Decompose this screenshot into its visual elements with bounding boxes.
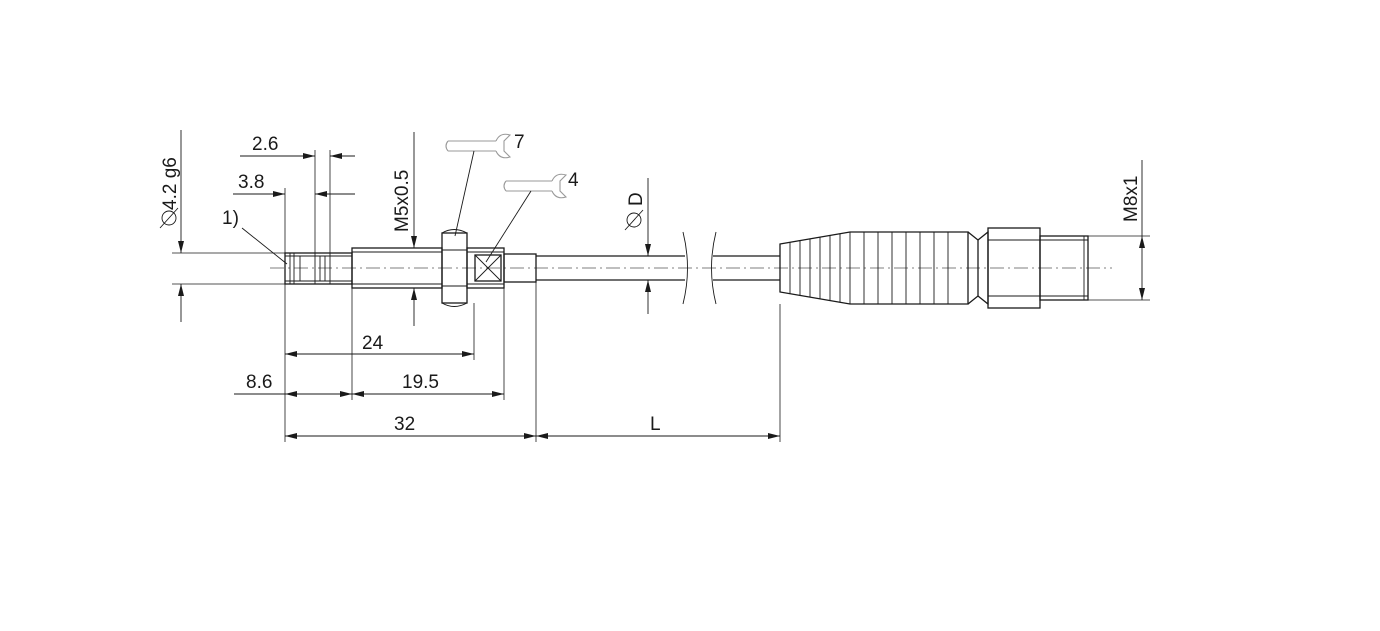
dim-length-19-5-label: 19.5 [402,372,439,393]
dim-groove-offset [233,188,355,253]
dim-length-24 [285,351,474,357]
wrench-nut-label: 7 [514,132,525,153]
extension-lines [284,282,781,442]
cable [536,231,780,305]
dim-groove-width-label: 2.6 [252,134,278,155]
diameter-symbol [624,209,644,231]
note-ref-leader [241,227,288,265]
rear-body [466,247,505,289]
sensor-tip [284,252,353,285]
dim-diameter-body [172,130,285,322]
diameter-symbol [159,207,179,229]
dim-connector-thread [1088,160,1150,301]
dim-thread [411,132,417,326]
dim-groove-offset-label: 3.8 [238,172,264,193]
dim-length-8-6 [234,391,352,397]
wrench-flat-label: 4 [568,170,579,191]
dim-length-L-label: L [650,414,661,435]
wrench-nut-leader [454,150,475,237]
dim-cable-diameter [645,178,651,314]
dim-diameter-body-label: 4.2 g6 [160,157,181,210]
wrench-icon [503,173,568,199]
dim-groove-width [240,150,355,253]
dim-length-24-label: 24 [362,333,384,354]
dim-length-32 [285,433,536,439]
connector-coupling [967,227,1089,309]
dim-connector-thread-label: M8x1 [1121,176,1142,222]
dim-cable-diameter-label: D [626,192,647,206]
dim-length-8-6-label: 8.6 [246,372,272,393]
dim-thread-label: M5x0.5 [392,170,413,232]
dim-length-32-label: 32 [394,414,415,435]
wrench-icon [445,133,512,159]
dim-length-L [536,433,780,439]
note-ref-label: 1) [222,208,239,229]
strain-relief [503,253,537,283]
dim-length-19-5 [352,391,504,397]
wrench-flat-leader [485,190,532,263]
